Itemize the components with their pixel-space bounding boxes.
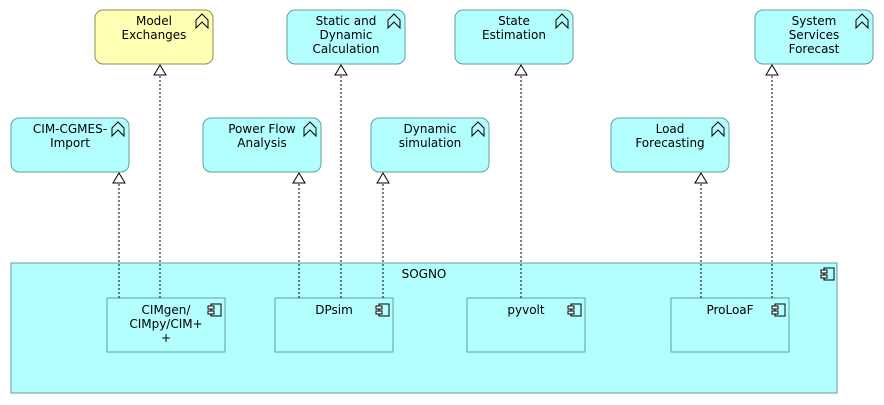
box-label-line: Analysis [237, 136, 286, 150]
box-label-line: System [792, 14, 837, 28]
component-dpsim[interactable]: DPsim [274, 297, 394, 353]
component-icon [207, 303, 222, 317]
realization-pyvolt-to-state-estimation[interactable] [514, 64, 528, 298]
function-icon [711, 121, 725, 138]
function-icon [471, 121, 485, 138]
function-icon [195, 13, 209, 30]
box-label-line: Static and [316, 14, 377, 28]
component-icon [771, 303, 786, 317]
realization-arrowhead [694, 172, 708, 184]
realization-cimgen-to-model-exchanges[interactable] [153, 64, 167, 298]
component-icon [820, 267, 835, 281]
realization-arrowhead [334, 64, 348, 76]
sogno-label: SOGNO [402, 267, 447, 281]
box-label-line: Forecasting [635, 136, 704, 150]
box-label-line: Import [50, 136, 90, 150]
realization-arrowhead [376, 172, 390, 184]
box-label-line: ProLoaF [706, 303, 753, 317]
function-icon [855, 13, 869, 30]
box-label-line: simulation [399, 136, 462, 150]
realization-arrowhead [765, 64, 779, 76]
realization-cimgen-to-cim-cgmes-import[interactable] [112, 172, 126, 298]
box-label-line: Services [789, 28, 840, 42]
realization-dpsim-to-dynamic-simulation[interactable] [376, 172, 390, 298]
box-label-line: pyvolt [507, 303, 544, 317]
box-label-line: Dynamic [404, 122, 457, 136]
box-label-line: Load [656, 122, 685, 136]
box-label-line: Power Flow [228, 122, 296, 136]
box-label-line: + [161, 331, 171, 345]
box-label-line: DPsim [315, 303, 353, 317]
component-cimgen[interactable]: CIMgen/CIMpy/CIM++ [106, 297, 226, 353]
component-proloaf[interactable]: ProLoaF [670, 297, 790, 353]
box-label-line: Forecast [789, 42, 840, 56]
component-icon [567, 303, 582, 317]
realization-dpsim-to-static-dynamic-calculation[interactable] [334, 64, 348, 298]
component-icon [375, 303, 390, 317]
realization-arrowhead [112, 172, 126, 184]
realization-proloaf-to-system-services-forecast[interactable] [765, 64, 779, 298]
box-label-line: Model [136, 14, 172, 28]
realization-arrowhead [153, 64, 167, 76]
component-pyvolt[interactable]: pyvolt [466, 297, 586, 353]
box-label-line: CIMgen/ [142, 303, 192, 317]
realization-arrowhead [292, 172, 306, 184]
realization-dpsim-to-power-flow-analysis[interactable] [292, 172, 306, 298]
box-label-line: Dynamic [320, 28, 373, 42]
box-label-line: Calculation [313, 42, 380, 56]
box-label-line: Exchanges [122, 28, 187, 42]
realization-arrowhead [514, 64, 528, 76]
function-icon [111, 121, 125, 138]
box-label-line: Estimation [482, 28, 546, 42]
box-label-line: CIMpy/CIM+ [129, 317, 202, 331]
box-label-line: State [498, 14, 530, 28]
function-icon [555, 13, 569, 30]
function-cim-cgmes-import[interactable]: CIM-CGMES-Import [10, 117, 130, 173]
box-label-line: CIM-CGMES- [33, 122, 107, 136]
realization-proloaf-to-load-forecasting[interactable] [694, 172, 708, 298]
function-icon [387, 13, 401, 30]
function-icon [303, 121, 317, 138]
